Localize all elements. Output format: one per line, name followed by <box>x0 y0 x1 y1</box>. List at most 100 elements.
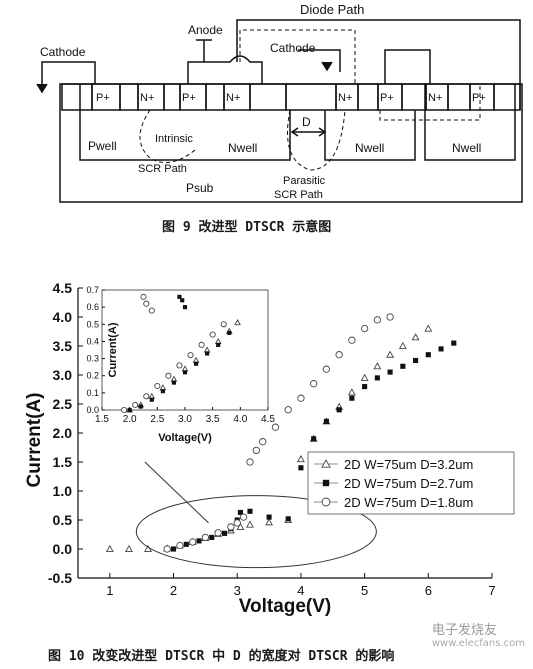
inset-x-tick-label: 3.5 <box>206 414 220 425</box>
p-plus-label: P+ <box>472 92 486 104</box>
data-point <box>374 375 380 381</box>
inset-data-point <box>177 294 182 299</box>
data-point <box>170 546 177 552</box>
inset-y-tick-label: 0.6 <box>86 302 99 312</box>
legend-entry: 2D W=75um D=3.2um <box>344 457 473 472</box>
figure-10-caption: 图 10 改变改进型 DTSCR 中 D 的宽度对 DTSCR 的影响 <box>48 649 395 664</box>
inset-data-point <box>205 351 210 356</box>
inset-y-tick-label: 0.2 <box>86 371 99 381</box>
data-point <box>373 362 382 370</box>
data-point <box>386 313 394 321</box>
y-tick-label: 4.5 <box>53 280 73 296</box>
inset-data-point <box>154 382 161 390</box>
inset-data-point <box>182 370 188 375</box>
inset-data-point <box>132 401 139 408</box>
watermark: 电子发烧友 www.elecfans.com <box>432 619 525 649</box>
data-point <box>411 333 420 341</box>
psub-label: Psub <box>186 181 214 195</box>
data-point <box>310 380 318 388</box>
watermark-text: 电子发烧友 <box>431 623 497 638</box>
data-point <box>438 346 444 352</box>
data-point <box>322 365 331 373</box>
inset-data-point <box>165 372 172 379</box>
data-point <box>196 538 202 544</box>
inset-data-point <box>193 361 199 366</box>
zoom-leader-line <box>144 461 209 524</box>
data-point <box>227 523 235 531</box>
data-point <box>266 514 272 520</box>
inset-data-point <box>121 406 128 414</box>
data-point <box>265 518 274 526</box>
data-point <box>298 465 304 471</box>
data-point <box>246 458 254 466</box>
y-tick-label: 2.0 <box>53 425 73 441</box>
data-point <box>163 545 171 553</box>
inset-data-point <box>143 300 150 307</box>
data-point <box>386 350 395 358</box>
data-point <box>176 541 184 550</box>
inset-x-label: Voltage(V) <box>158 432 212 444</box>
inset-data-point <box>234 319 241 326</box>
data-point <box>360 373 369 381</box>
inset-y-tick-label: 0.5 <box>86 319 99 329</box>
inset-data-point <box>171 380 177 385</box>
x-tick-label: 3 <box>234 583 241 598</box>
data-point <box>285 516 291 522</box>
data-point <box>424 324 433 332</box>
intrinsic-label: Intrinsic <box>155 133 193 145</box>
data-point <box>348 336 356 344</box>
inset-x-tick-label: 3.0 <box>178 414 192 425</box>
y-tick-label: 2.5 <box>53 396 73 412</box>
x-tick-label: 6 <box>425 583 432 598</box>
zoom-ellipse <box>135 495 377 569</box>
x-axis-label: Voltage(V) <box>239 596 332 617</box>
y-tick-label: 3.0 <box>53 367 73 383</box>
data-point <box>246 520 254 528</box>
data-point <box>400 363 406 369</box>
data-point <box>323 418 329 424</box>
inset-data-point <box>148 307 155 314</box>
inset-x-tick-label: 4.5 <box>261 414 275 425</box>
legend-marker <box>322 479 330 487</box>
x-tick-label: 5 <box>361 583 368 598</box>
intrinsic-path-label: SCR Path <box>138 163 187 175</box>
data-point <box>183 541 189 547</box>
inset-data-point <box>180 298 185 303</box>
data-point <box>221 530 228 536</box>
nwell-label: Nwell <box>228 141 257 155</box>
figure-9-caption: 图 9 改进型 DTSCR 示意图 <box>162 220 332 235</box>
y-tick-label: -0.5 <box>48 570 72 586</box>
n-plus-label: N+ <box>226 92 240 104</box>
data-point <box>373 316 382 324</box>
n-plus-label: N+ <box>338 92 352 104</box>
inset-data-point <box>127 407 132 413</box>
data-point <box>425 352 431 358</box>
inset-data-point <box>198 341 205 348</box>
y-tick-label: 1.5 <box>53 454 73 470</box>
n-plus-label: N+ <box>140 92 154 104</box>
inset-data-point <box>220 321 227 328</box>
pwell-label: Pwell <box>88 139 117 153</box>
data-point <box>188 538 197 546</box>
data-point <box>335 351 343 359</box>
y-tick-label: 0.5 <box>53 512 73 528</box>
nwell-label: Nwell <box>452 141 481 155</box>
data-point <box>349 395 355 401</box>
data-point <box>347 388 356 396</box>
data-point <box>201 533 210 542</box>
inset-data-point <box>187 352 194 359</box>
data-point <box>398 341 407 350</box>
data-point <box>124 544 133 553</box>
y-tick-label: 4.0 <box>53 309 73 325</box>
data-point <box>360 324 369 333</box>
data-point <box>105 544 114 553</box>
inset-y-tick-label: 0.7 <box>86 285 99 295</box>
data-point <box>336 407 342 413</box>
inset-data-point <box>182 305 188 310</box>
dtscr-cross-section-diagram: Diode Path Anode Cathode Cathode P+ N+ P… <box>36 2 523 203</box>
inset-y-tick-label: 0.3 <box>86 354 99 364</box>
y-tick-label: 0.0 <box>53 541 73 557</box>
data-point <box>296 454 305 463</box>
